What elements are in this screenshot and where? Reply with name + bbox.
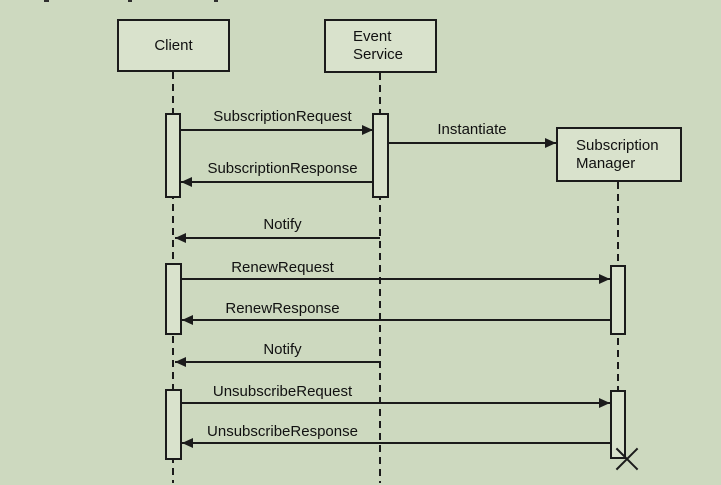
cropped-text-remnant bbox=[128, 0, 132, 2]
arrowhead-left-icon bbox=[175, 233, 186, 243]
arrow-line bbox=[182, 278, 610, 280]
message-label: Notify bbox=[263, 341, 302, 358]
arrow-line bbox=[181, 129, 372, 131]
arrowhead-right-icon bbox=[599, 274, 610, 284]
message-label: RenewRequest bbox=[231, 259, 334, 276]
arrowhead-right-icon bbox=[362, 125, 373, 135]
lifeline-head-subscription-manager: Subscription Manager bbox=[556, 127, 682, 182]
arrowhead-left-icon bbox=[182, 438, 193, 448]
message-label: Instantiate bbox=[437, 121, 507, 138]
arrow-line bbox=[182, 402, 610, 404]
activation-client-2 bbox=[165, 263, 182, 335]
activation-client-3 bbox=[165, 389, 182, 460]
arrow-line bbox=[175, 237, 380, 239]
arrowhead-right-icon bbox=[545, 138, 556, 148]
activation-subscription-manager-2 bbox=[610, 390, 626, 459]
message-label: UnsubscribeRequest bbox=[212, 383, 353, 400]
arrow-line bbox=[175, 361, 380, 363]
arrowhead-left-icon bbox=[175, 357, 186, 367]
activation-client-1 bbox=[165, 113, 181, 198]
message-label: SubscriptionRequest bbox=[213, 108, 352, 125]
message-label: Notify bbox=[263, 216, 302, 233]
arrowhead-left-icon bbox=[182, 315, 193, 325]
message-label: UnsubscribeResponse bbox=[207, 423, 358, 440]
activation-subscription-manager-1 bbox=[610, 265, 626, 335]
arrow-line bbox=[389, 142, 556, 144]
message-label: SubscriptionResponse bbox=[207, 160, 358, 177]
message-label: RenewResponse bbox=[225, 300, 340, 317]
arrow-line bbox=[182, 442, 610, 444]
lifeline-head-client: Client bbox=[117, 19, 230, 72]
arrow-line bbox=[182, 319, 610, 321]
lifeline-title: Event Service bbox=[353, 28, 404, 63]
lifeline-title: Client bbox=[154, 36, 193, 54]
arrowhead-left-icon bbox=[181, 177, 192, 187]
arrow-line bbox=[181, 181, 372, 183]
arrowhead-right-icon bbox=[599, 398, 610, 408]
activation-event-service bbox=[372, 113, 389, 198]
lifeline-title: Subscription Manager bbox=[576, 136, 659, 172]
cropped-text-remnant bbox=[44, 0, 49, 2]
cropped-text-remnant bbox=[214, 0, 218, 2]
lifeline-head-event-service: Event Service bbox=[324, 19, 437, 73]
